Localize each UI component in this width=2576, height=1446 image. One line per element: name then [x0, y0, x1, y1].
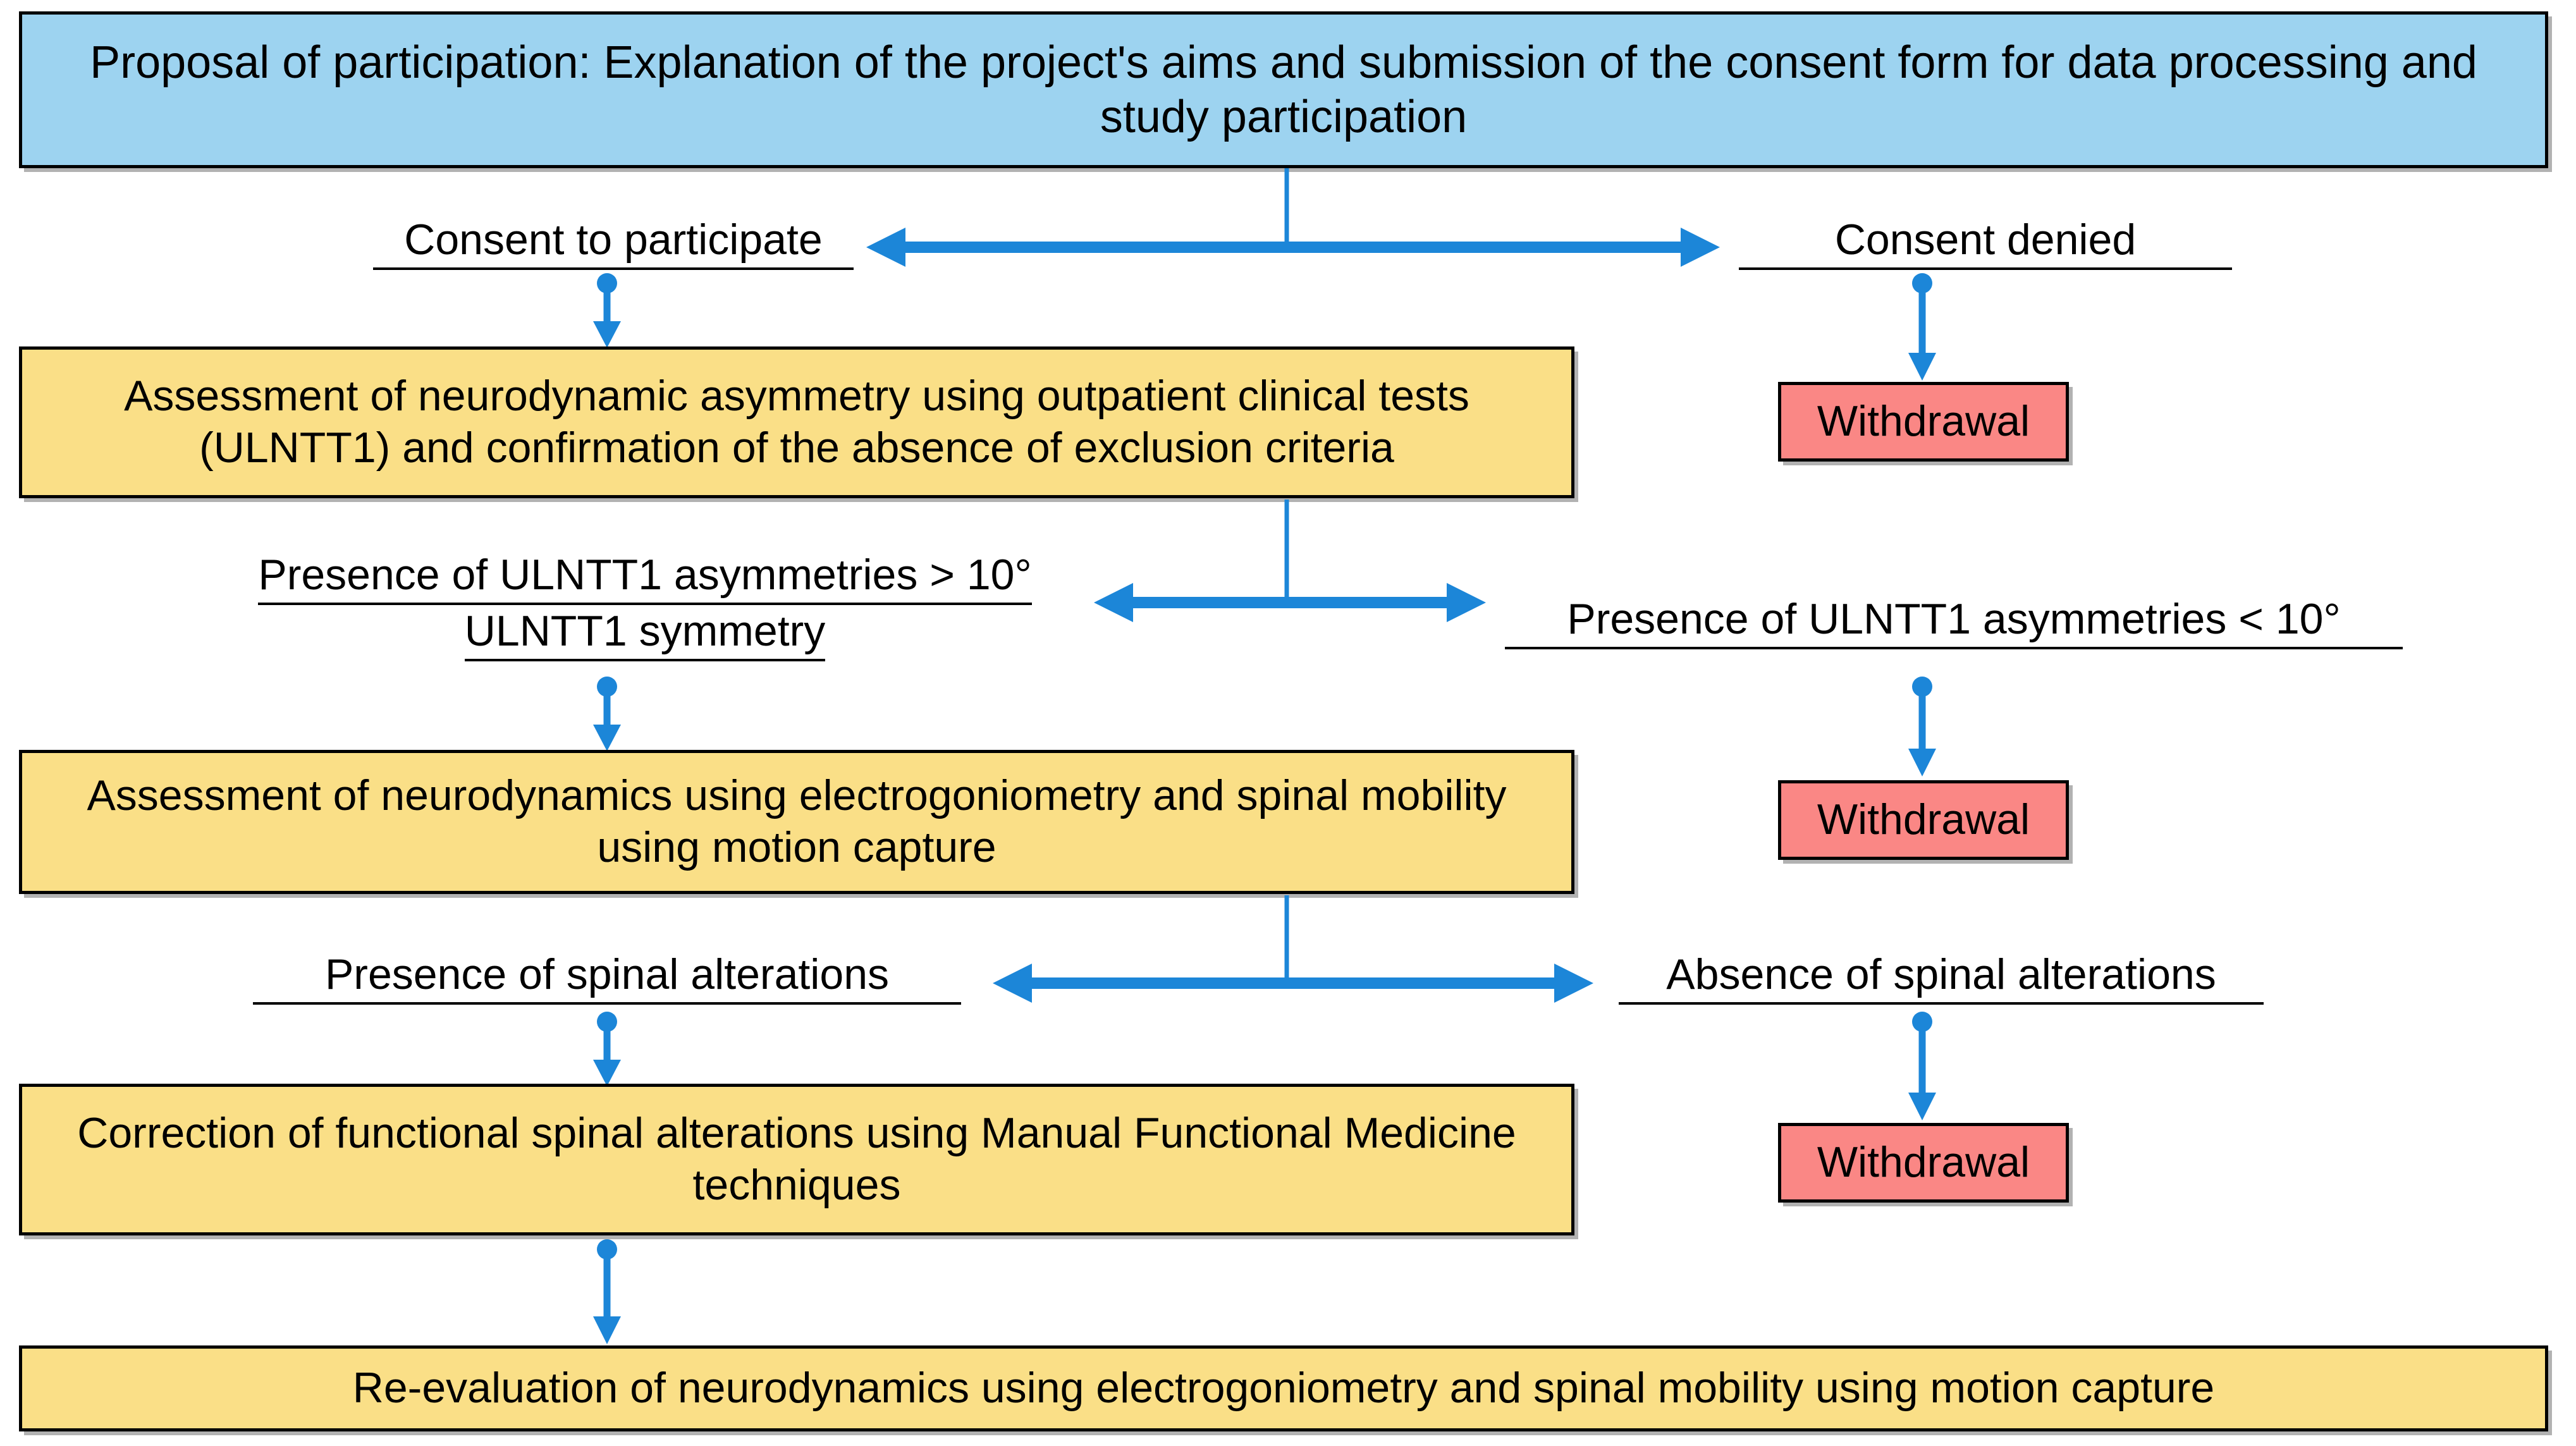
- connector-asymmetry-no-down: [1903, 677, 1941, 776]
- branch-spinal-yes-text: Presence of spinal alterations: [253, 948, 961, 1005]
- node-assessment-electrogoniometry: Assessment of neurodynamics using electr…: [19, 750, 1574, 894]
- node-withdrawal-1: Withdrawal: [1778, 382, 2069, 462]
- branch-label-asymmetry-no: Presence of ULNTT1 asymmetries < 10°: [1505, 593, 2403, 649]
- node-withdrawal-3: Withdrawal: [1778, 1123, 2069, 1203]
- node-withdrawal-2: Withdrawal: [1778, 780, 2069, 860]
- branch-asymmetry-yes-line1-wrap: Presence of ULNTT1 asymmetries > 10°: [209, 549, 1081, 605]
- branch-spinal-no-text: Absence of spinal alterations: [1619, 948, 2264, 1005]
- connector-asymmetry-yes-down: [588, 677, 626, 751]
- node-reevaluation: Re-evaluation of neurodynamics using ele…: [19, 1345, 2548, 1431]
- connector-spinal-stem: [1284, 895, 1290, 977]
- branch-label-consent-no: Consent denied: [1739, 214, 2232, 270]
- connector-spinal-yes-down: [588, 1012, 626, 1086]
- branch-consent-no-text: Consent denied: [1739, 214, 2232, 270]
- branch-asymmetry-no-text: Presence of ULNTT1 asymmetries < 10°: [1505, 593, 2403, 649]
- connector-ulntt1-stem: [1284, 499, 1290, 597]
- node-assessment-ulntt1-label: Assessment of neurodynamic asymmetry usi…: [124, 372, 1469, 472]
- node-correction-label: Correction of functional spinal alterati…: [77, 1109, 1516, 1209]
- branch-asymmetry-yes-line2: ULNTT1 symmetry: [464, 605, 826, 661]
- node-proposal-label: Proposal of participation: Explanation o…: [90, 37, 2477, 142]
- connector-spinal-no-down: [1903, 1012, 1941, 1120]
- connector-consent-no-down: [1903, 273, 1941, 381]
- branch-asymmetry-yes-line1: Presence of ULNTT1 asymmetries > 10°: [258, 549, 1032, 605]
- node-withdrawal-3-label: Withdrawal: [1817, 1138, 2030, 1187]
- connector-header-stem: [1284, 168, 1290, 248]
- node-assessment-ulntt1: Assessment of neurodynamic asymmetry usi…: [19, 346, 1574, 498]
- node-assessment-electrogoniometry-label: Assessment of neurodynamics using electr…: [87, 771, 1507, 871]
- connector-split-consent: [866, 226, 1720, 268]
- node-proposal-of-participation: Proposal of participation: Explanation o…: [19, 11, 2548, 168]
- branch-label-asymmetry-yes: Presence of ULNTT1 asymmetries > 10° ULN…: [209, 549, 1081, 661]
- connector-split-spinal: [993, 962, 1593, 1004]
- connector-consent-yes-down: [588, 273, 626, 348]
- branch-label-spinal-yes: Presence of spinal alterations: [253, 948, 961, 1005]
- node-correction-manual-functional-medicine: Correction of functional spinal alterati…: [19, 1084, 1574, 1235]
- node-withdrawal-1-label: Withdrawal: [1817, 397, 2030, 446]
- branch-consent-yes-text: Consent to participate: [373, 214, 854, 270]
- node-withdrawal-2-label: Withdrawal: [1817, 795, 2030, 844]
- branch-label-spinal-no: Absence of spinal alterations: [1619, 948, 2264, 1005]
- branch-label-consent-yes: Consent to participate: [373, 214, 854, 270]
- branch-asymmetry-yes-line2-wrap: ULNTT1 symmetry: [209, 605, 1081, 661]
- connector-correction-to-reevaluation: [588, 1239, 626, 1344]
- node-reevaluation-label: Re-evaluation of neurodynamics using ele…: [352, 1364, 2215, 1412]
- connector-split-ulntt1: [1094, 582, 1486, 623]
